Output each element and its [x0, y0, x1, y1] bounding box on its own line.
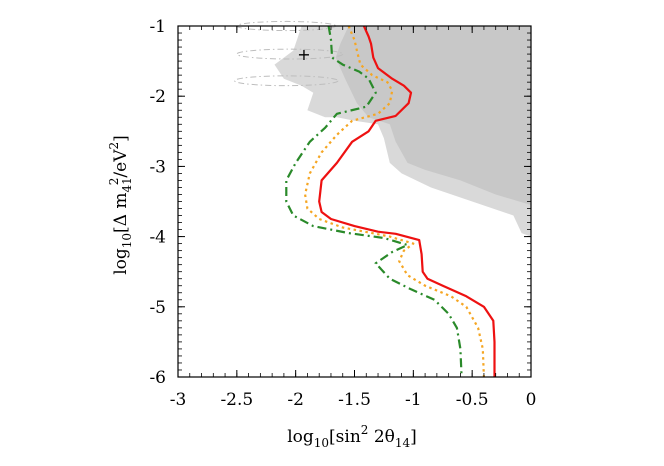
y-tick-label: -2 [149, 87, 166, 107]
y-tick-label: -1 [149, 17, 166, 37]
excluded-regions [274, 26, 531, 237]
best-fit-point: + [297, 45, 310, 64]
island-contour-3 [233, 75, 339, 87]
x-tick-labels: -3 -2.5 -2 -1.5 -1 -0.5 0 [170, 390, 537, 410]
y-tick-label: -5 [149, 298, 166, 318]
series-curves [285, 25, 496, 378]
y-tick-labels: -6 -5 -4 -3 -2 -1 [149, 17, 166, 388]
y-tick-label: -6 [149, 368, 166, 388]
x-tick-label: -1.5 [338, 390, 371, 410]
series-line-solid [318, 25, 496, 377]
x-tick-label: -2.5 [220, 390, 253, 410]
axis-ticks [177, 25, 532, 378]
x-axis-title: log10[sin2 2θ14] [287, 423, 417, 450]
y-tick-label: -4 [149, 228, 166, 248]
series-line-dashdot [285, 25, 463, 378]
island-contour-2 [236, 48, 344, 60]
x-tick-label: 0 [526, 390, 537, 410]
y-tick-label: -3 [149, 157, 166, 177]
best-fit-marker: + [297, 45, 310, 64]
x-tick-label: -2 [287, 390, 304, 410]
excluded-region-2 [335, 26, 531, 205]
x-tick-label: -0.5 [456, 390, 489, 410]
x-tick-label: -1 [405, 390, 422, 410]
series-line-dotted [304, 25, 485, 378]
x-tick-label: -3 [170, 390, 187, 410]
y-axis-title: log10[Δ m412/eV2] [107, 135, 134, 275]
